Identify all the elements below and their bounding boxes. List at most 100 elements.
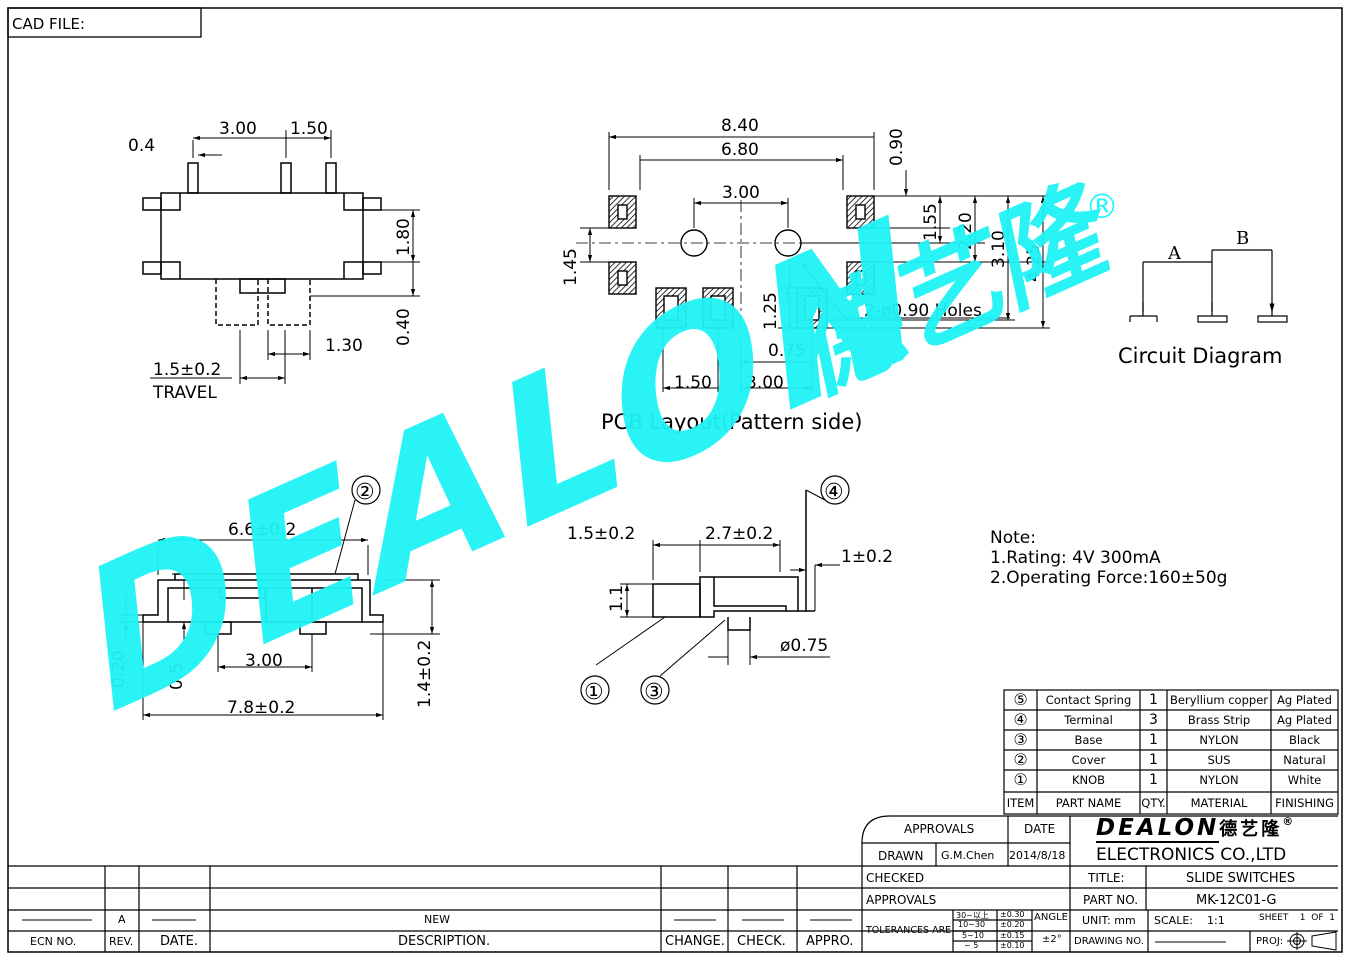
pcb-dim-1-45: 1.45 [561,248,581,286]
drawn-by: G.M.Chen [941,849,995,862]
bom-cell-qty: 3 [1149,712,1158,728]
note-line-2: 2.Operating Force:160±50g [990,568,1227,588]
part-no-label: PART NO. [1083,893,1139,907]
rev-value: A [118,913,126,926]
proj-label: PROJ: [1256,936,1284,947]
bom-cell-qty: 1 [1149,732,1158,748]
angle-label: ANGLE [1034,912,1068,923]
end-dim-2-7: 2.7±0.2 [705,524,773,544]
bom-cell-material: Brass Strip [1187,713,1251,727]
bom-header-qty: QTY. [1141,796,1166,810]
bom-cell-finish: White [1287,773,1322,787]
drawn-date: 2014/8/18 [1009,849,1066,862]
circuit-caption: Circuit Diagram [1118,344,1282,368]
pcb-dim-8-40: 8.40 [721,116,759,136]
side-dim-3-00: 3.00 [219,119,257,139]
tol-range-1: 30~以上 [956,911,989,920]
tol-range-4: ~ 5 [964,941,979,950]
bom-cell-qty: 1 [1149,692,1158,708]
bom-cell-material: Beryllium copper [1170,693,1268,707]
bom-cell-qty: 1 [1149,772,1158,788]
end-callout-4: ④ [824,480,844,505]
end-dim-1: 1±0.2 [841,547,893,567]
end-dim-1-1: 1.1 [607,585,627,612]
side-view [142,130,420,384]
description-label: DESCRIPTION. [398,934,491,949]
sheet-label: SHEET 1 OF 1 [1259,913,1335,923]
check-label: CHECK. [737,934,786,949]
end-callout-1: ① [584,680,604,705]
end-dim-1-5: 1.5±0.2 [567,524,635,544]
front-dim-3-00: 3.00 [245,651,283,671]
company-name: ELECTRONICS CO.,LTD [1096,845,1287,865]
front-dim-6-6: 6.6±0.2 [228,520,296,540]
front-dim-7-8: 7.8±0.2 [227,698,295,718]
side-dim-1-50: 1.50 [290,119,328,139]
pcb-dim-1-25: 1.25 [761,292,781,330]
tol-range-3: 5~10 [962,931,984,940]
tolerances-label: TOLERANCES ARE [866,925,952,936]
pcb-holes-label: 2-ø0.90 Holes [864,301,982,321]
drawing-no-label: DRAWING NO. [1074,936,1144,947]
tol-value-3: ±0.15 [1000,931,1025,940]
bom-cell-finish: Ag Plated [1277,693,1332,707]
date-label: DATE [1024,822,1056,836]
checked-label: CHECKED [866,871,925,885]
title-block [861,815,1338,952]
date-rev-label: DATE. [160,934,198,949]
bom-cell-finish: Ag Plated [1277,713,1332,727]
unit-label: UNIT: mm [1082,914,1136,927]
note-title: Note: [990,528,1036,548]
bom-header-item: ITEM [1006,796,1035,810]
bom-cell-finish: Natural [1283,753,1326,767]
pcb-dim-3-00b: 3.00 [746,373,784,393]
approvals-label: APPROVALS [904,822,975,836]
bom-cell-material: SUS [1207,753,1231,767]
pcb-dim-6-80: 6.80 [721,140,759,160]
pcb-dim-1-55: 1.55 [921,203,941,241]
rev-label: REV. [109,935,134,948]
side-dim-0-40: 0.40 [394,308,414,346]
circuit-label-b: B [1236,228,1249,249]
title-label: TITLE: [1088,871,1125,885]
tol-value-1: ±0.30 [1000,910,1025,919]
dealon-watermark: DEALON 德艺隆 ® [79,159,1119,765]
part-no-value: MK-12C01-G [1196,893,1277,908]
desc-value: NEW [424,913,451,926]
side-dim-travel: 1.5±0.2 [153,360,221,380]
bom-cell-name: Cover [1071,753,1106,767]
company-logo-text: DEALON [1096,815,1220,843]
front-dim-0-5: 0.5 [167,663,187,690]
bom-header-finish: FINISHING [1275,796,1334,810]
approvals2-label: APPROVALS [866,893,937,907]
side-dim-1-30: 1.30 [325,336,363,356]
bom-cell-item: ④ [1013,710,1028,729]
revision-table [8,865,862,952]
scale-value: 1:1 [1207,914,1225,927]
side-dim-0-4: 0.4 [128,136,155,156]
pcb-dim-1-50: 1.50 [674,373,712,393]
bom-cell-item: ② [1013,750,1028,769]
front-callout-2: ② [355,480,375,505]
pcb-dim-0-90: 0.90 [887,128,907,166]
front-dim-1-4: 1.4±0.2 [415,640,435,708]
bom-cell-material: NYLON [1199,733,1239,747]
front-dim-0-20: 0.20 [109,650,129,688]
pcb-dim-3-00: 3.00 [722,183,760,203]
end-callout-3: ③ [644,680,664,705]
pcb-dim-2-20: 2.20 [956,212,976,250]
bom-cell-name: KNOB [1071,773,1106,787]
angle-value: ±2° [1042,934,1062,945]
bom-header-name: PART NAME [1055,796,1122,810]
tol-range-2: 10~30 [958,920,986,929]
tol-value-4: ±0.10 [1000,941,1025,950]
pcb-dim-4-25: 4.25 [1024,244,1044,282]
company-logo-cn: 德艺隆 [1219,819,1283,840]
bom-cell-material: NYLON [1199,773,1239,787]
bom-cell-finish: Black [1288,733,1321,747]
projection-symbol [1287,931,1337,951]
company-logo: DEALON德艺隆® [1096,815,1296,843]
bom-table [1003,689,1339,815]
